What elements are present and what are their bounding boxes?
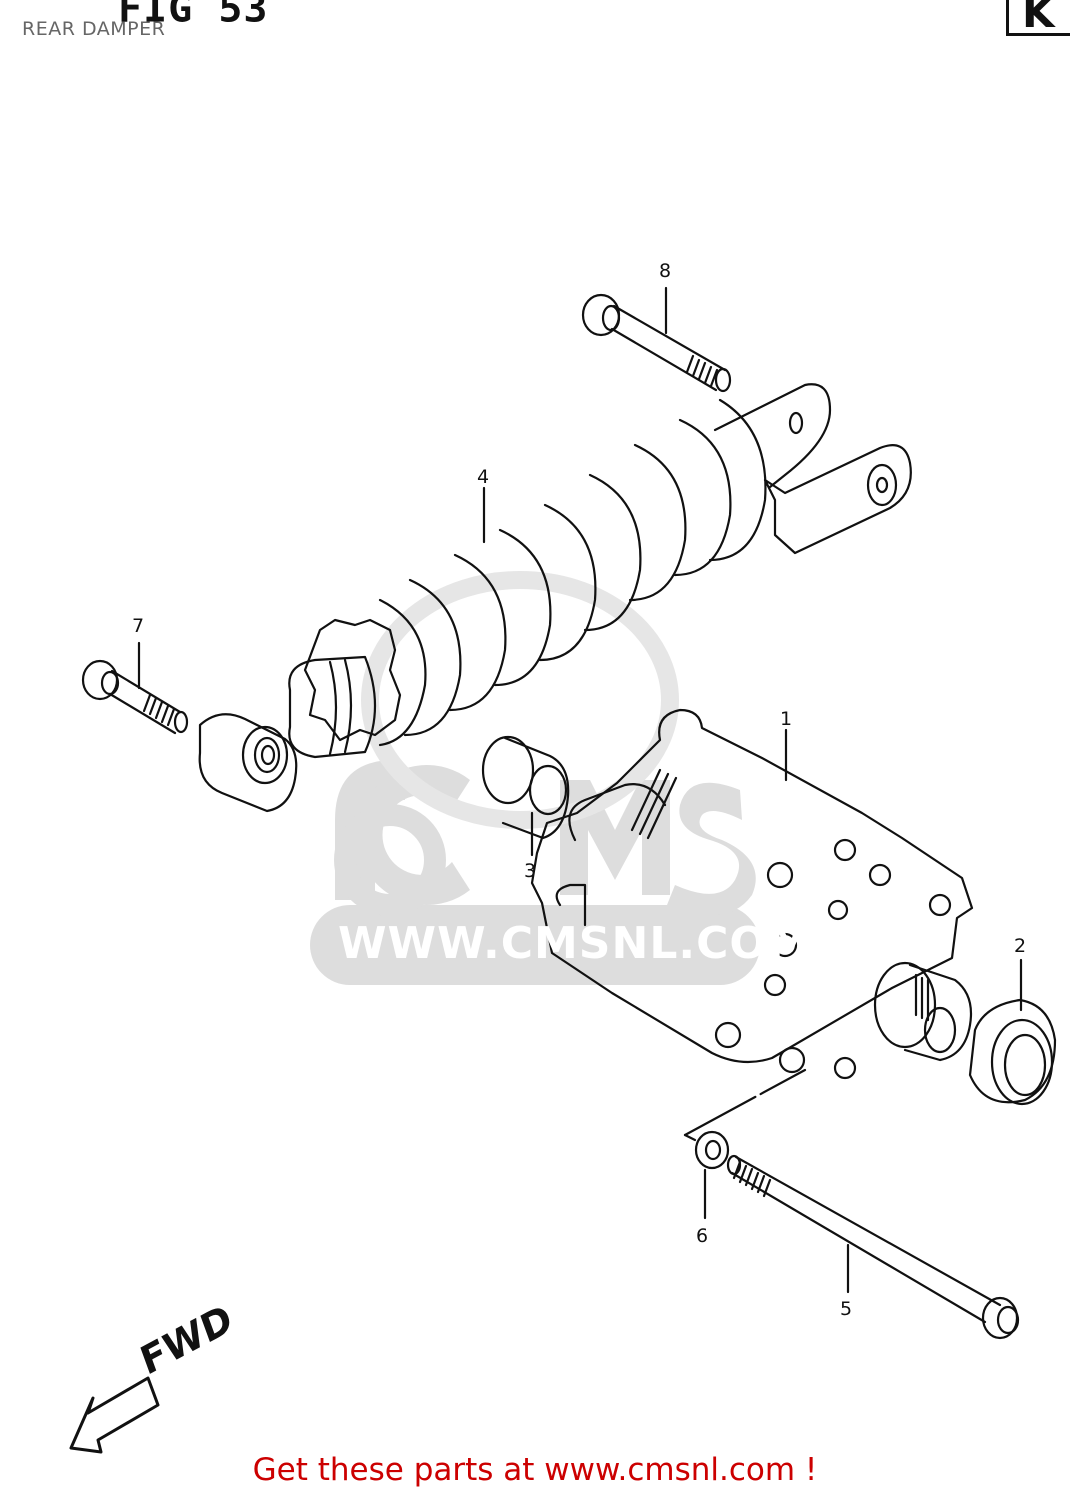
corner-frame [1006, 0, 1070, 36]
callout-2: 2 [1014, 935, 1027, 957]
forward-arrow-icon [69, 1376, 160, 1454]
dust-seal-2 [968, 998, 1057, 1106]
callout-1: 1 [780, 708, 793, 730]
diagram-subtitle: REAR DAMPER [22, 18, 166, 40]
cmsnl-parts-link[interactable]: Get these parts at www.cmsnl.com ! [252, 1452, 818, 1488]
rear-shock-absorber-4 [198, 383, 912, 813]
watermark-url: WWW.CMSNL.COM [338, 918, 813, 969]
corner-letter: K [1022, 0, 1055, 37]
bushing-3 [481, 735, 570, 840]
callout-5: 5 [840, 1298, 853, 1320]
callout-4: 4 [477, 466, 490, 488]
callout-3: 3 [524, 860, 537, 882]
lower-bolt-7 [81, 659, 189, 735]
upper-bolt-8 [581, 293, 732, 393]
damper-body-1 [530, 708, 974, 1080]
callout-8: 8 [659, 260, 672, 282]
assembly-guide-line [683, 1068, 807, 1137]
cms-watermark-logo [310, 571, 760, 985]
long-bolt-5 [726, 1154, 1020, 1340]
washer-6 [694, 1130, 730, 1170]
figure-label: FIG 53 [118, 0, 269, 31]
callout-7: 7 [132, 615, 145, 637]
callout-6: 6 [696, 1225, 709, 1247]
